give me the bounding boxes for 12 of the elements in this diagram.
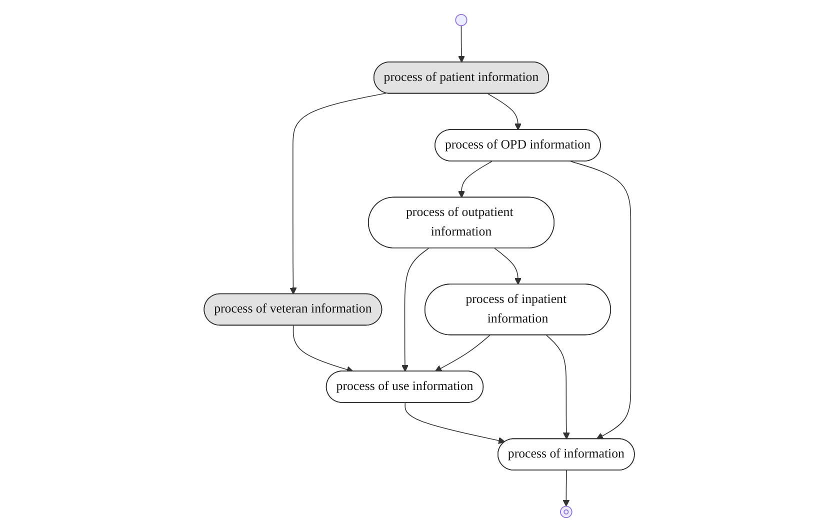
- arrow: [458, 25, 465, 63]
- arrow: [487, 93, 522, 130]
- arrow: [458, 160, 492, 198]
- arrow: [401, 248, 429, 372]
- arrow: [570, 160, 631, 440]
- arrow: [546, 334, 570, 440]
- arrow: [289, 92, 386, 294]
- arrow: [292, 325, 354, 373]
- arrow: [562, 470, 570, 507]
- arrow: [434, 334, 490, 372]
- arrow: [404, 402, 506, 444]
- arrow: [494, 248, 522, 285]
